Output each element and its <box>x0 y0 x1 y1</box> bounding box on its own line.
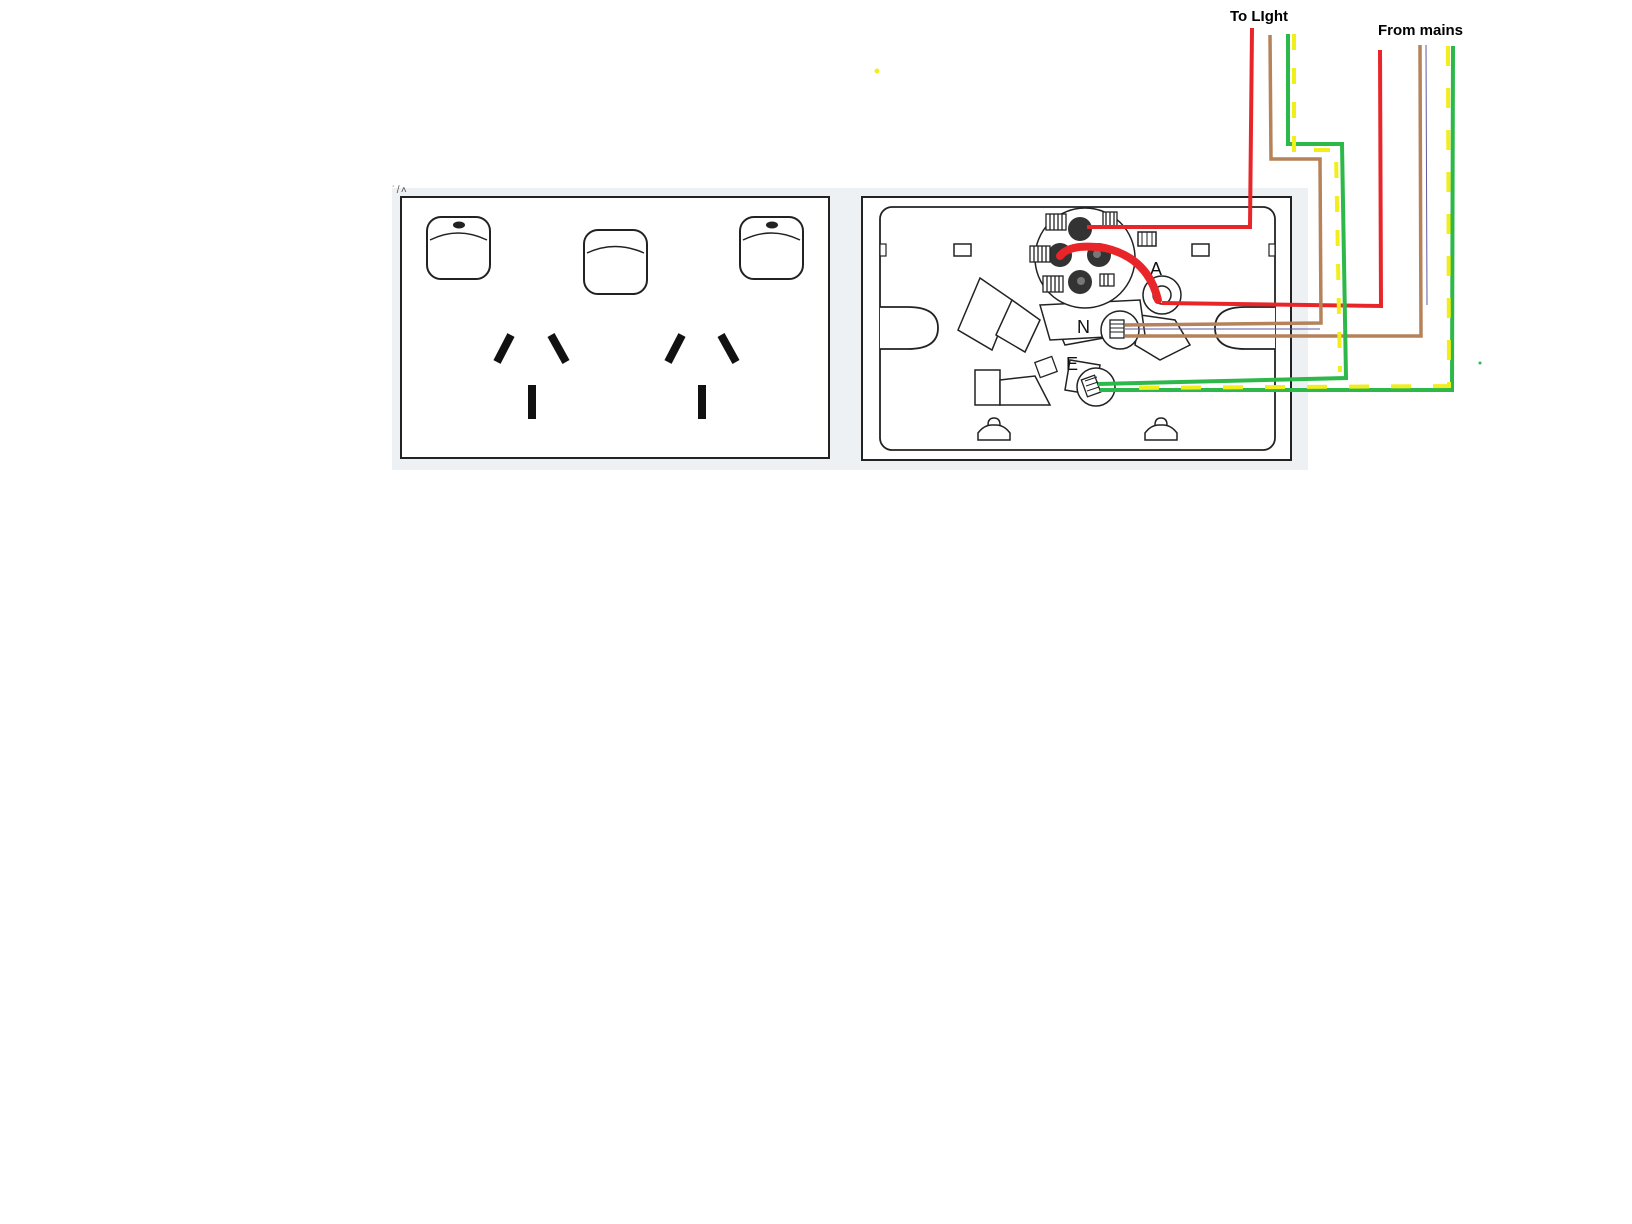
keyhole-left <box>977 417 1011 441</box>
terminal-label-earth: E <box>1066 354 1078 374</box>
right-outlet-active-slot <box>664 333 686 364</box>
terminal-screws <box>1029 211 1118 293</box>
mains-earth-stripe <box>1119 45 1452 390</box>
light-earth-wire <box>1097 34 1349 386</box>
slot-edge-left <box>879 243 887 257</box>
switch-active-loop <box>1056 242 1162 304</box>
keyhole-right <box>1144 417 1178 441</box>
mains-earth-wire <box>1100 45 1455 392</box>
neutral-terminal: N <box>1077 310 1140 350</box>
light-earth-stripe <box>1292 34 1342 373</box>
terminal-label-neutral: N <box>1077 317 1090 337</box>
left-outlet-active-slot <box>493 333 515 364</box>
right-switch <box>739 216 804 280</box>
mains-active-wire <box>1161 49 1384 309</box>
right-outlet-pins <box>664 333 740 419</box>
left-outlet-pins <box>493 333 570 419</box>
right-switch-indicator <box>766 221 778 229</box>
left-outlet-neutral-slot <box>547 333 570 364</box>
left-switch-indicator <box>453 221 465 229</box>
neutral-blue-hint <box>1425 44 1428 306</box>
right-mounting-lug <box>1214 306 1275 350</box>
terminal-label-active: A <box>1150 259 1162 279</box>
stray-mark: ˙ ̸ ˄ <box>392 184 407 196</box>
left-switch <box>426 216 491 280</box>
mains-neutral-wire <box>1125 44 1423 338</box>
stray-yellow-dot <box>874 68 880 74</box>
right-outlet-neutral-slot <box>717 333 740 364</box>
earth-terminal: E <box>1033 354 1116 407</box>
slot-edge-right <box>1268 243 1276 257</box>
switch-terminal-block <box>1029 207 1136 309</box>
centre-switch <box>583 229 648 295</box>
switch-terminal-1 <box>1068 217 1092 241</box>
slot-top-left <box>953 243 972 257</box>
light-active-wire <box>1087 27 1254 229</box>
to-light-label: To LIght <box>1230 8 1288 25</box>
slot-top-right <box>1191 243 1210 257</box>
from-mains-label: From mains <box>1378 22 1463 39</box>
left-mounting-lug <box>880 306 939 350</box>
power-point-front <box>400 196 830 459</box>
light-neutral-wire <box>1124 34 1323 327</box>
stray-green-dot <box>1478 361 1482 365</box>
wires <box>1056 27 1455 392</box>
